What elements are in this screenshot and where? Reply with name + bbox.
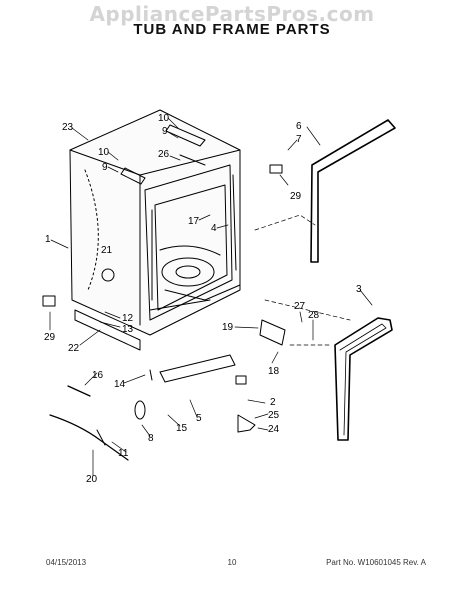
callout-9: 9 [162,126,168,137]
callout-24: 24 [268,424,280,435]
callout-19: 19 [222,322,234,333]
callout-labels: 23 10 9 26 10 9 6 7 29 17 4 1 21 3 27 28… [44,113,362,485]
watermark: AppliancePartsPros.com [89,2,375,26]
callout-9: 9 [102,162,108,173]
lower-gasket [334,317,393,441]
diagram-title: TUB AND FRAME PARTS [133,21,331,38]
door-gasket [310,119,396,263]
callout-13: 13 [122,324,134,335]
callout-22: 22 [68,343,80,354]
callout-12: 12 [122,313,134,324]
tub-shell [69,109,241,336]
callout-5: 5 [196,413,202,424]
callout-17: 17 [188,216,200,227]
callout-29: 29 [290,191,302,202]
callout-10: 10 [98,147,110,158]
callout-16: 16 [92,370,104,381]
callout-11: 11 [118,448,129,459]
callout-28: 28 [308,310,320,321]
callout-29: 29 [44,332,56,343]
callout-14: 14 [114,379,126,390]
callout-7: 7 [296,134,302,145]
footer-date: 04/15/2013 [46,558,87,567]
callout-3: 3 [356,284,362,295]
callout-23: 23 [62,122,74,133]
side-brackets [42,164,286,346]
callout-20: 20 [86,474,98,485]
callout-1: 1 [45,234,51,245]
alignment-lines [254,214,351,346]
callout-2: 2 [270,397,276,408]
callout-8: 8 [148,433,154,444]
callout-27: 27 [294,301,306,312]
callout-25: 25 [268,410,280,421]
footer-page-number: 10 [227,558,237,567]
callout-4: 4 [211,223,217,234]
callout-21: 21 [101,245,113,256]
callout-18: 18 [268,366,280,377]
callout-6: 6 [296,121,302,132]
callout-10: 10 [158,113,170,124]
top-brackets [120,124,206,185]
callout-26: 26 [158,149,170,160]
base-parts [49,309,256,461]
leader-lines [49,117,373,477]
callout-15: 15 [176,423,188,434]
footer-part-number: Part No. W10601045 Rev. A [326,558,426,567]
